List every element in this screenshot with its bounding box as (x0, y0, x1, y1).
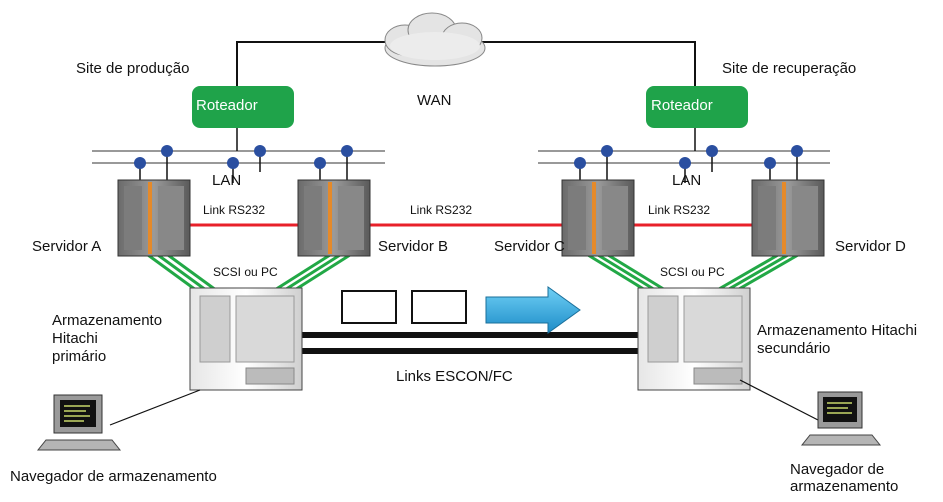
lan-node-icon (764, 157, 776, 169)
scsi-left-label: SCSI ou PC (213, 265, 278, 279)
escon-links (302, 332, 638, 354)
lan-node-icon (601, 145, 613, 157)
wan-links (236, 41, 696, 88)
wan-label: WAN (417, 92, 452, 109)
server-b-icon (297, 179, 371, 257)
lan-node-icon (254, 145, 266, 157)
production-site-label: Site de produção (76, 60, 190, 77)
replication-arrow-icon (485, 286, 581, 334)
router-right-label: Roteador (651, 97, 713, 114)
navigator-right-icon (800, 391, 882, 446)
rs232-bc-label: Link RS232 (410, 203, 473, 217)
lan-left (92, 128, 385, 183)
data-block-icon (411, 290, 467, 324)
secondary-storage-line1: Armazenamento Hitachi (757, 322, 918, 339)
escon-label: Links ESCON/FC (396, 368, 513, 385)
secondary-storage-icon (637, 287, 751, 391)
lan-node-icon (134, 157, 146, 169)
lan-node-icon (791, 145, 803, 157)
lan-node-icon (314, 157, 326, 169)
lan-node-icon (227, 157, 239, 169)
router-left-label: Roteador (196, 97, 258, 114)
data-block-icon (341, 290, 397, 324)
scsi-right-label: SCSI ou PC (660, 265, 725, 279)
server-c-label: Servidor C (494, 238, 565, 255)
primary-storage-line3: primário (52, 348, 107, 365)
navigator-right-line2: armazenamento (790, 478, 899, 495)
lan-node-icon (574, 157, 586, 169)
scsi-links (147, 253, 799, 295)
lan-node-icon (161, 145, 173, 157)
lan-right (538, 128, 830, 183)
server-c-icon (561, 179, 635, 257)
router-right-icon (646, 86, 748, 128)
server-d-icon (751, 179, 825, 257)
navigator-left-label: Navegador de armazenamento (10, 468, 217, 485)
primary-storage-line1: Armazenamento (52, 312, 163, 329)
navigator-right-line1: Navegador de (790, 461, 885, 478)
primary-storage-icon (189, 287, 303, 391)
navigator-left-icon (36, 394, 122, 451)
rs232-ab-label: Link RS232 (203, 203, 266, 217)
recovery-site-label: Site de recuperação (722, 60, 857, 77)
secondary-storage-line2: secundário (757, 340, 831, 357)
server-d-label: Servidor D (835, 238, 906, 255)
server-a-icon (117, 179, 191, 257)
router-left-icon (192, 86, 294, 128)
lan-node-icon (341, 145, 353, 157)
wan-cloud-icon (384, 12, 486, 67)
lan-left-label: LAN (212, 172, 242, 189)
server-b-label: Servidor B (378, 238, 449, 255)
lan-node-icon (706, 145, 718, 157)
server-a-label: Servidor A (32, 238, 102, 255)
rs232-cd-label: Link RS232 (648, 203, 711, 217)
lan-right-label: LAN (672, 172, 702, 189)
lan-node-icon (679, 157, 691, 169)
primary-storage-line2: Hitachi (52, 330, 98, 347)
